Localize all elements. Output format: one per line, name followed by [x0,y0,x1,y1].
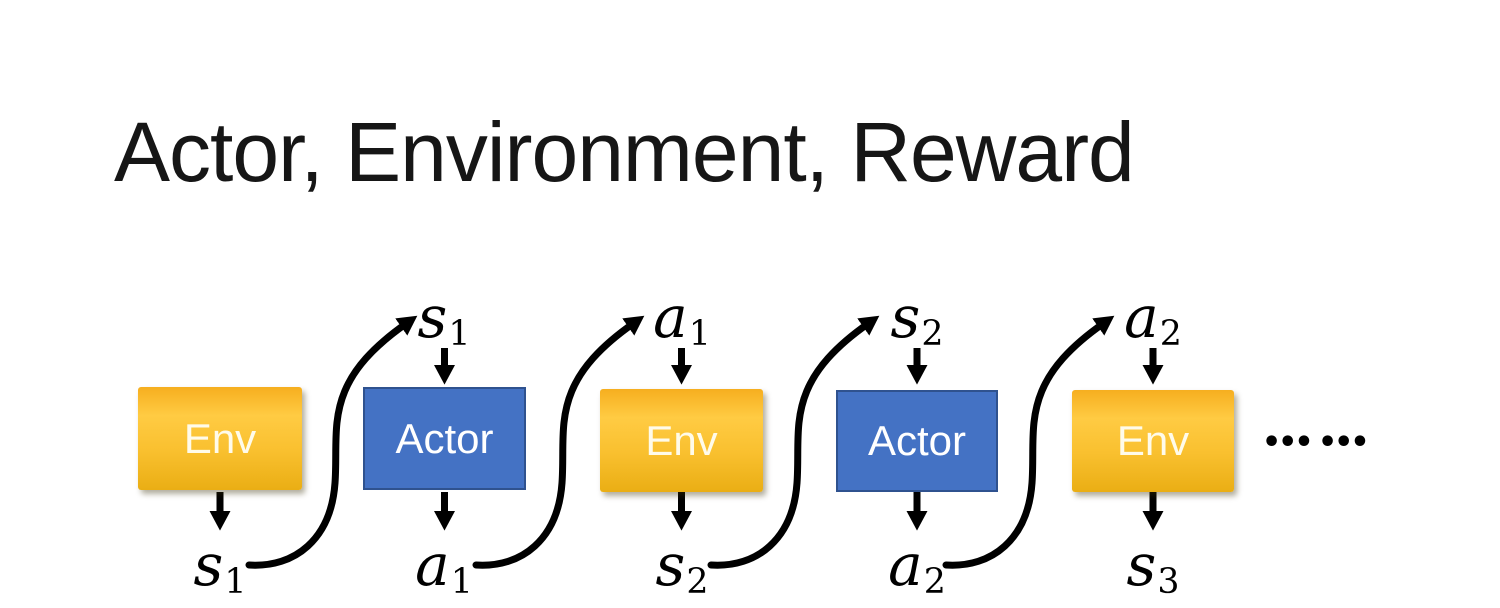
env-box-label: Env [183,414,257,462]
slide-title: Actor, Environment, Reward [114,105,1135,199]
actor-box-label: Actor [867,417,967,464]
label-sub: 2 [923,561,946,602]
label-base: s [417,283,448,351]
label-base: s [1126,531,1157,599]
ellipsis-dots: ••• ••• [1262,425,1369,460]
top-label-s1: s1 [384,288,504,351]
actor-box-2: Actor [836,390,998,492]
bottom-label-s2: s2 [622,536,742,599]
label-base: s [890,283,921,351]
label-base: a [653,283,688,351]
actor-box-label: Actor [395,414,494,462]
label-base: s [193,531,224,599]
label-sub: 1 [450,561,473,602]
label-base: a [1124,283,1159,351]
top-label-a1: a1 [622,288,742,351]
label-sub: 1 [688,313,711,354]
label-sub: 3 [1157,561,1180,602]
label-base: a [888,531,923,599]
env-box-1: Env [138,387,302,490]
bottom-label-s1: s1 [160,536,280,599]
label-sub: 2 [921,313,944,354]
env-box-label: Env [1116,417,1190,464]
actor-box-1: Actor [363,387,526,490]
label-base: a [415,531,450,599]
top-label-a2: a2 [1093,288,1213,351]
label-sub: 1 [224,561,247,602]
env-box-label: Env [645,416,718,464]
label-base: s [655,531,686,599]
env-box-3: Env [1072,390,1234,492]
env-box-2: Env [600,389,763,492]
label-sub: 2 [1159,313,1182,354]
label-sub: 2 [686,561,709,602]
top-label-s2: s2 [857,288,977,351]
bottom-label-a1: a1 [384,536,504,599]
bottom-label-s3: s3 [1093,536,1213,599]
bottom-label-a2: a2 [857,536,977,599]
label-sub: 1 [448,313,471,354]
